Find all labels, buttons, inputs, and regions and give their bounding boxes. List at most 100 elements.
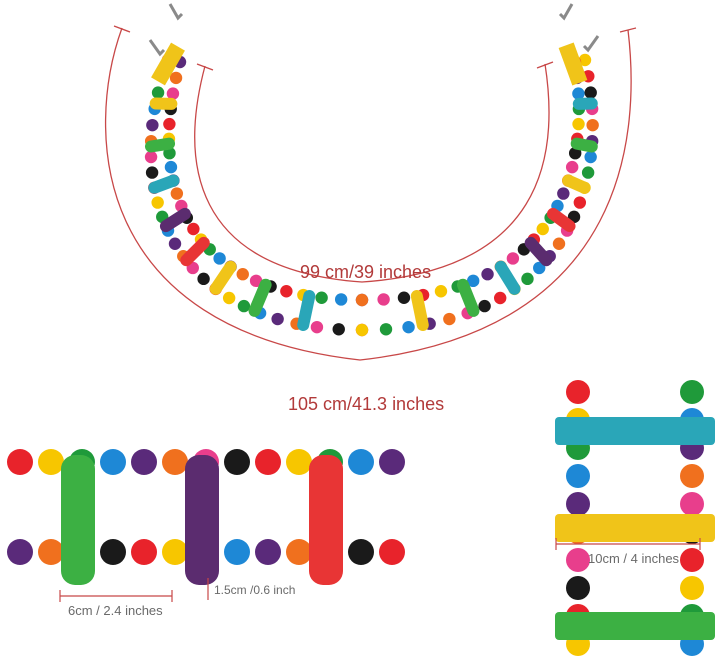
rung [148, 174, 180, 194]
rung [555, 514, 715, 542]
bead [315, 291, 328, 304]
rung-spacing-label: 10cm / 4 inches [588, 551, 680, 566]
bead [249, 274, 263, 288]
bead [348, 449, 374, 475]
bead [493, 291, 507, 305]
bead [348, 539, 374, 565]
bead [536, 222, 549, 236]
bead [222, 291, 236, 305]
bead [443, 312, 456, 326]
rung [570, 137, 598, 153]
bead [557, 187, 570, 200]
rung-diameter-label: 1.5cm /0.6 inch [214, 583, 296, 597]
rung [555, 417, 715, 445]
bead [680, 492, 704, 516]
bead [144, 150, 158, 164]
bead [224, 539, 250, 565]
inner-dimension-arc [194, 63, 550, 283]
bead [162, 539, 188, 565]
rung [297, 290, 316, 332]
bead [434, 285, 448, 298]
bead [131, 449, 157, 475]
bead [332, 323, 345, 336]
bead [286, 449, 312, 475]
detail-left [7, 449, 405, 585]
bead [379, 323, 393, 336]
hook-icon [148, 39, 166, 57]
bead [38, 449, 64, 475]
bead [168, 237, 182, 250]
dimension-arcs [105, 25, 637, 361]
outer-dimension-arc [105, 27, 632, 361]
rung [494, 260, 521, 295]
bead [236, 268, 249, 281]
detail-right [555, 380, 715, 656]
hook-icon [582, 35, 600, 53]
bead [565, 160, 579, 174]
bead [334, 293, 348, 306]
outer-length-label: 105 cm/41.3 inches [288, 394, 445, 414]
rung [547, 207, 576, 233]
bead [533, 261, 546, 275]
bead [7, 449, 33, 475]
bead [237, 299, 251, 313]
bead [170, 187, 184, 200]
bead [680, 464, 704, 488]
detail-dimension-lines [59, 538, 701, 602]
clip [558, 42, 588, 86]
bead [584, 86, 597, 99]
rung [456, 278, 480, 317]
bead [197, 272, 210, 286]
bead [680, 380, 704, 404]
bead [566, 576, 590, 600]
bead [572, 117, 585, 131]
bead [566, 464, 590, 488]
bead [402, 320, 415, 334]
bead [573, 196, 587, 209]
bead [566, 548, 590, 572]
bead [145, 166, 159, 179]
bead [566, 380, 590, 404]
bead [164, 160, 178, 174]
hooks [148, 3, 600, 57]
clip [151, 42, 185, 86]
rung [248, 278, 272, 317]
bead [224, 449, 250, 475]
bead [466, 274, 480, 288]
hook-icon [168, 3, 184, 21]
rung-width-label: 6cm / 2.4 inches [68, 603, 163, 618]
rung [180, 236, 210, 267]
bead [581, 166, 595, 179]
rung [185, 455, 219, 585]
bead [38, 539, 64, 565]
bead [680, 548, 704, 572]
bead [586, 118, 599, 132]
bead [286, 539, 312, 565]
bead [521, 272, 534, 286]
bead [100, 449, 126, 475]
bead [584, 150, 597, 164]
rung [410, 290, 429, 332]
rung [209, 260, 237, 295]
bead [213, 252, 226, 265]
arc-ladder [144, 42, 599, 337]
rung [145, 137, 176, 153]
bead [187, 222, 200, 236]
rung [159, 207, 191, 233]
bead [151, 196, 164, 209]
bead [397, 291, 411, 304]
bead [379, 449, 405, 475]
bead [100, 539, 126, 565]
bead [151, 86, 165, 99]
rung [309, 455, 343, 585]
bead [377, 293, 390, 306]
bead [568, 146, 582, 160]
bead [166, 87, 180, 100]
rung [524, 236, 553, 267]
bead [7, 539, 33, 565]
bead [131, 539, 157, 565]
bead [271, 312, 284, 326]
bead [280, 285, 293, 298]
hook-icon [558, 3, 574, 21]
